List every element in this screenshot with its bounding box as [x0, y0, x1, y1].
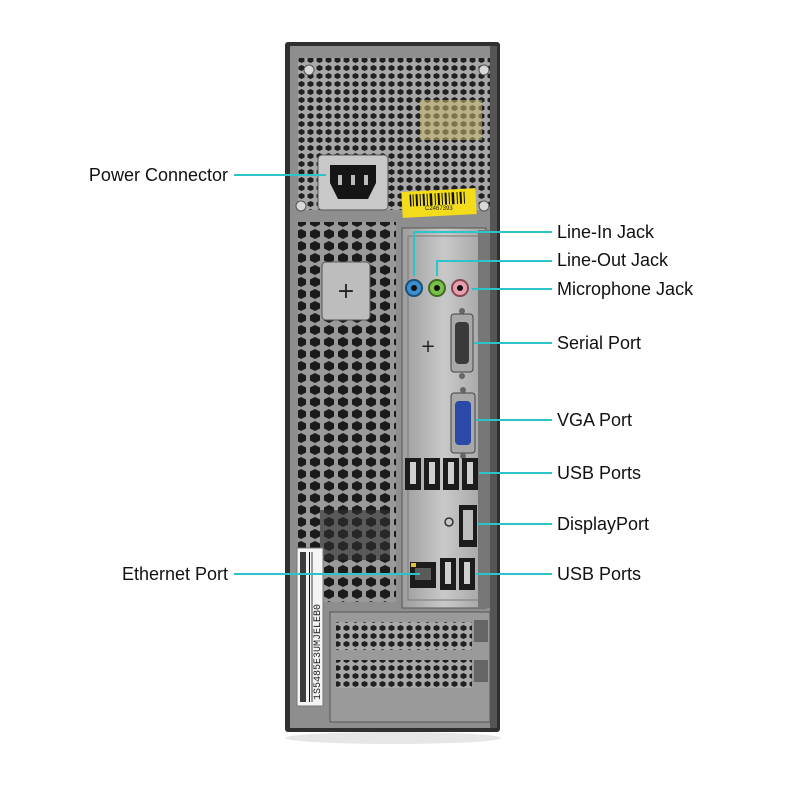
vga-port	[450, 387, 476, 459]
label-serial-port: Serial Port	[557, 333, 642, 353]
callout-line-line-out	[436, 260, 552, 276]
label-microphone-jack: Microphone Jack	[557, 279, 694, 299]
usb-ports-upper	[405, 458, 478, 490]
power-connector	[317, 154, 389, 211]
audio-jacks	[405, 279, 469, 297]
svg-text:+: +	[337, 279, 355, 304]
callout-line-line-in	[413, 231, 552, 276]
barcode-sticker-text: C2467393	[425, 206, 453, 212]
label-usb-ports-lower: USB Ports	[557, 564, 642, 584]
label-vga-port: VGA Port	[557, 410, 633, 430]
label-line-out-jack: Line-Out Jack	[557, 250, 669, 270]
barcode-sticker	[401, 188, 477, 218]
display-port	[444, 505, 477, 547]
label-line-in-jack: Line-In Jack	[557, 222, 655, 242]
serial-port	[450, 308, 474, 379]
serial-number-text: 1S5485E3UMJELEB0	[313, 603, 324, 700]
label-power-connector: Power Connector	[88, 165, 228, 185]
label-ethernet-port: Ethernet Port	[121, 564, 228, 584]
callout-lines	[234, 174, 552, 575]
label-displayport: DisplayPort	[557, 514, 650, 534]
ethernet-port	[410, 562, 436, 588]
label-usb-ports-upper: USB Ports	[557, 463, 642, 483]
psu-vent	[295, 58, 490, 212]
case-fan-vent: +	[298, 222, 396, 602]
svg-text:+: +	[420, 336, 435, 357]
usb-ports-lower	[440, 558, 475, 590]
expansion-slots	[329, 611, 491, 723]
